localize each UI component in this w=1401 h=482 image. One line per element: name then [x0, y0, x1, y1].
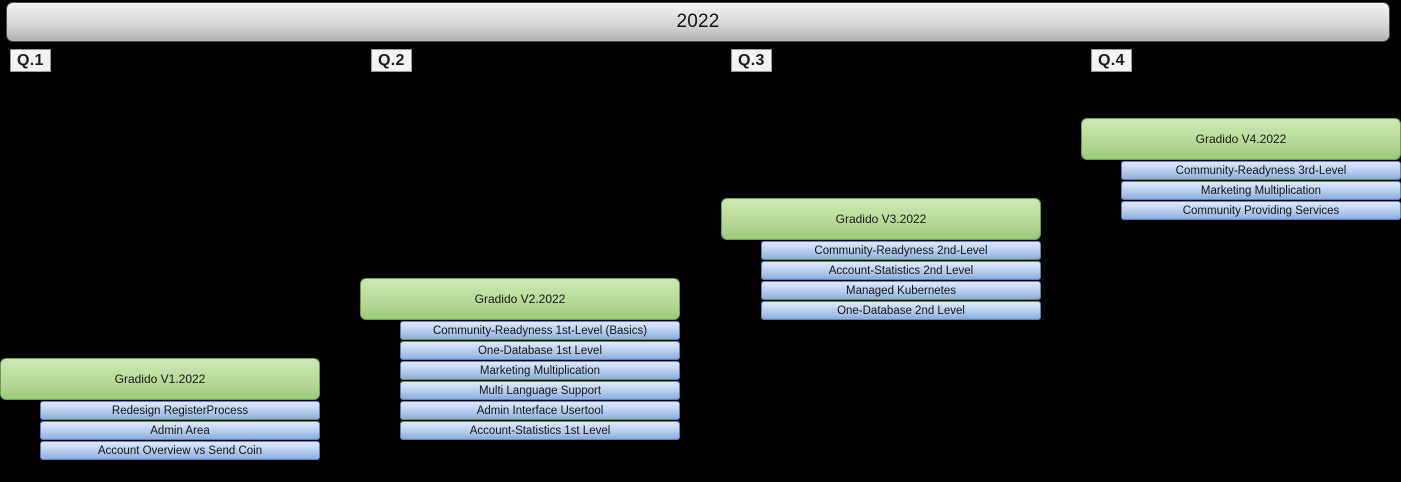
release-item[interactable]: Account Overview vs Send Coin [40, 441, 320, 460]
release-item[interactable]: Multi Language Support [400, 381, 680, 400]
release-item[interactable]: Account-Statistics 1st Level [400, 421, 680, 440]
quarter-label-1: Q.1 [10, 49, 51, 72]
release-item[interactable]: Community-Readyness 1st-Level (Basics) [400, 321, 680, 340]
release-item[interactable]: Account-Statistics 2nd Level [761, 261, 1041, 280]
release-item[interactable]: Admin Area [40, 421, 320, 440]
release-item[interactable]: Marketing Multiplication [400, 361, 680, 380]
quarter-label-2: Q.2 [371, 49, 412, 72]
quarter-label-4: Q.4 [1091, 49, 1132, 72]
release-title[interactable]: Gradido V4.2022 [1081, 118, 1401, 160]
release-item[interactable]: Community-Readyness 3rd-Level [1121, 161, 1401, 180]
release-item[interactable]: Community Providing Services [1121, 201, 1401, 220]
release-title[interactable]: Gradido V3.2022 [721, 198, 1041, 240]
release-item[interactable]: One-Database 2nd Level [761, 301, 1041, 320]
release-item[interactable]: Managed Kubernetes [761, 281, 1041, 300]
release-item[interactable]: One-Database 1st Level [400, 341, 680, 360]
quarter-label-3: Q.3 [731, 49, 772, 72]
year-header-bar: 2022 [6, 2, 1390, 42]
release-item[interactable]: Admin Interface Usertool [400, 401, 680, 420]
release-item[interactable]: Community-Readyness 2nd-Level [761, 241, 1041, 260]
release-title[interactable]: Gradido V1.2022 [0, 358, 320, 400]
release-item[interactable]: Redesign RegisterProcess [40, 401, 320, 420]
release-item-list: Community-Readyness 1st-Level (Basics)On… [400, 321, 680, 440]
year-label: 2022 [676, 11, 720, 32]
release-title[interactable]: Gradido V2.2022 [360, 278, 680, 320]
release-item[interactable]: Marketing Multiplication [1121, 181, 1401, 200]
